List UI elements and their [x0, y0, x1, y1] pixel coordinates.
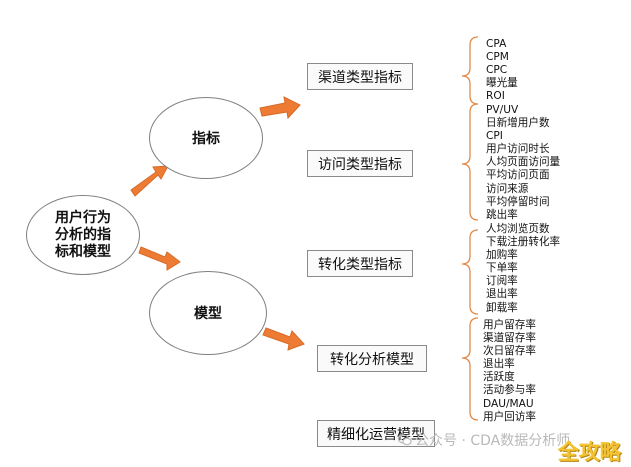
watermark: 公众号 · CDA数据分析师	[398, 430, 570, 450]
list-item: 退出率	[483, 358, 515, 371]
list-item: 下单率	[486, 262, 518, 275]
brand-logo-text: 全攻略	[558, 440, 621, 464]
list-item: 用户访问时长	[486, 143, 550, 156]
list-item: 访问来源	[486, 182, 529, 195]
category-channel: 渠道类型指标	[307, 63, 413, 90]
watermark-text: 公众号 · CDA数据分析师	[415, 433, 571, 449]
root-node: 用户行为 分析的指 标和模型	[26, 195, 140, 275]
metrics-node: 指标	[149, 97, 263, 179]
list-item: CPC	[486, 64, 508, 77]
list-item: ROI	[486, 90, 505, 103]
list-item: CPI	[486, 130, 503, 143]
list-item: 曝光量	[486, 77, 518, 90]
arrow-metrics-to-channel	[259, 96, 301, 120]
list-item: DAU/MAU	[483, 397, 534, 410]
arrow-root-to-models	[138, 246, 181, 271]
list-item: 跳出率	[486, 208, 518, 221]
wechat-icon	[398, 434, 412, 446]
root-line-1: 用户行为	[55, 209, 111, 226]
list-item: 活动参与率	[483, 384, 536, 397]
list-item: CPM	[486, 51, 509, 64]
list-item: 人均浏览页数	[486, 223, 550, 235]
category-conversion-model: 转化分析模型	[317, 345, 427, 372]
list-item: CPA	[486, 38, 507, 50]
list-item: 订阅率	[486, 275, 518, 288]
category-conversion-model-label: 转化分析模型	[330, 351, 414, 368]
category-channel-label: 渠道类型指标	[318, 69, 402, 86]
category-visit-label: 访问类型指标	[318, 156, 402, 173]
metrics-label: 指标	[192, 131, 220, 147]
list-item: 平均访问页面	[486, 169, 550, 182]
category-refined-model: 精细化运营模型	[317, 420, 435, 447]
brace-visit	[461, 103, 479, 221]
list-item: 退出率	[486, 288, 518, 301]
root-line-2: 分析的指	[55, 226, 111, 243]
arrow-models-to-conversion-model	[262, 327, 305, 351]
list-conversion: 人均浏览页数下载注册转化率加购率下单率订阅率退出率卸载率	[486, 223, 560, 315]
list-item: 加购率	[486, 249, 518, 262]
list-item: 次日留存率	[483, 345, 536, 358]
list-item: 平均停留时间	[486, 195, 550, 208]
list-item: 卸载率	[486, 301, 518, 314]
category-conversion: 转化类型指标	[307, 250, 413, 277]
arrow-root-to-metrics	[130, 165, 169, 197]
category-visit: 访问类型指标	[307, 150, 413, 177]
brace-conversion-model	[461, 317, 479, 421]
brace-channel	[461, 36, 479, 105]
models-label: 模型	[194, 306, 222, 322]
category-conversion-label: 转化类型指标	[318, 256, 402, 273]
models-node: 模型	[149, 271, 267, 355]
list-item: 用户回访率	[483, 410, 536, 423]
list-item: 日新增用户数	[486, 117, 550, 130]
category-refined-model-label: 精细化运营模型	[327, 426, 425, 443]
list-item: 渠道留存率	[483, 332, 536, 345]
list-item: PV/UV	[486, 104, 519, 116]
list-item: 用户留存率	[483, 319, 536, 331]
list-item: 人均页面访问量	[486, 156, 561, 169]
list-item: 活跃度	[483, 371, 515, 384]
list-item: 下载注册转化率	[486, 236, 561, 249]
root-line-3: 标和模型	[55, 243, 111, 260]
brace-conversion	[461, 229, 479, 315]
